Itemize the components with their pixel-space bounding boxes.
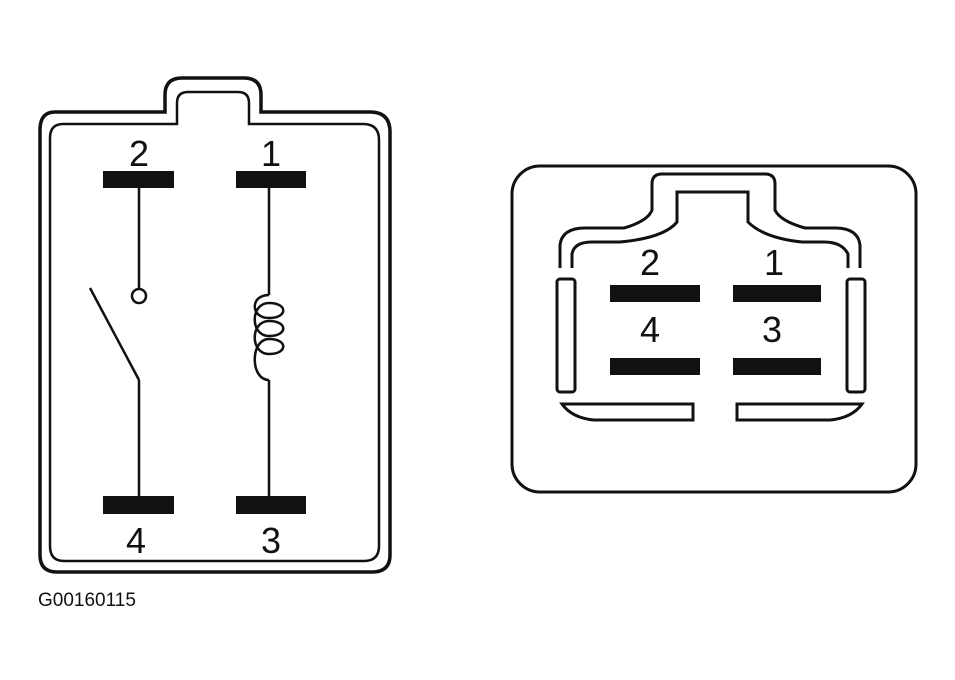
connector-rib-right [845,277,867,394]
connector-keyway-outer [558,172,862,268]
terminal-3 [236,496,306,514]
terminal-1 [236,171,306,188]
schematic-label-3: 3 [261,520,281,561]
relay-connector: 2 1 4 3 [510,164,918,494]
connector-keyway-inner [570,190,850,268]
coil [253,293,285,382]
switch-arm [88,287,141,381]
relay-schematic: 2 1 4 3 [38,76,392,574]
connector-terminal-3 [733,358,821,375]
connector-label-2: 2 [640,242,660,283]
schematic-label-2: 2 [129,133,149,174]
connector-terminal-2 [610,285,700,302]
connector-terminal-1 [733,285,821,302]
schematic-housing-outer [38,76,392,574]
schematic-label-1: 1 [261,133,281,174]
connector-label-3: 3 [762,309,782,350]
terminal-4 [103,496,174,514]
schematic-housing-inner [48,90,381,563]
connector-guide-left [559,402,695,422]
connector-terminal-4 [610,358,700,375]
schematic-label-4: 4 [126,520,146,561]
connector-body [510,164,918,494]
figure-id: G00160115 [38,590,136,611]
connector-label-1: 1 [764,242,784,283]
terminal-2 [103,171,174,188]
connector-label-4: 4 [640,309,660,350]
connector-guide-right [735,402,865,422]
connector-rib-left [555,277,577,394]
switch-contact [130,287,148,305]
